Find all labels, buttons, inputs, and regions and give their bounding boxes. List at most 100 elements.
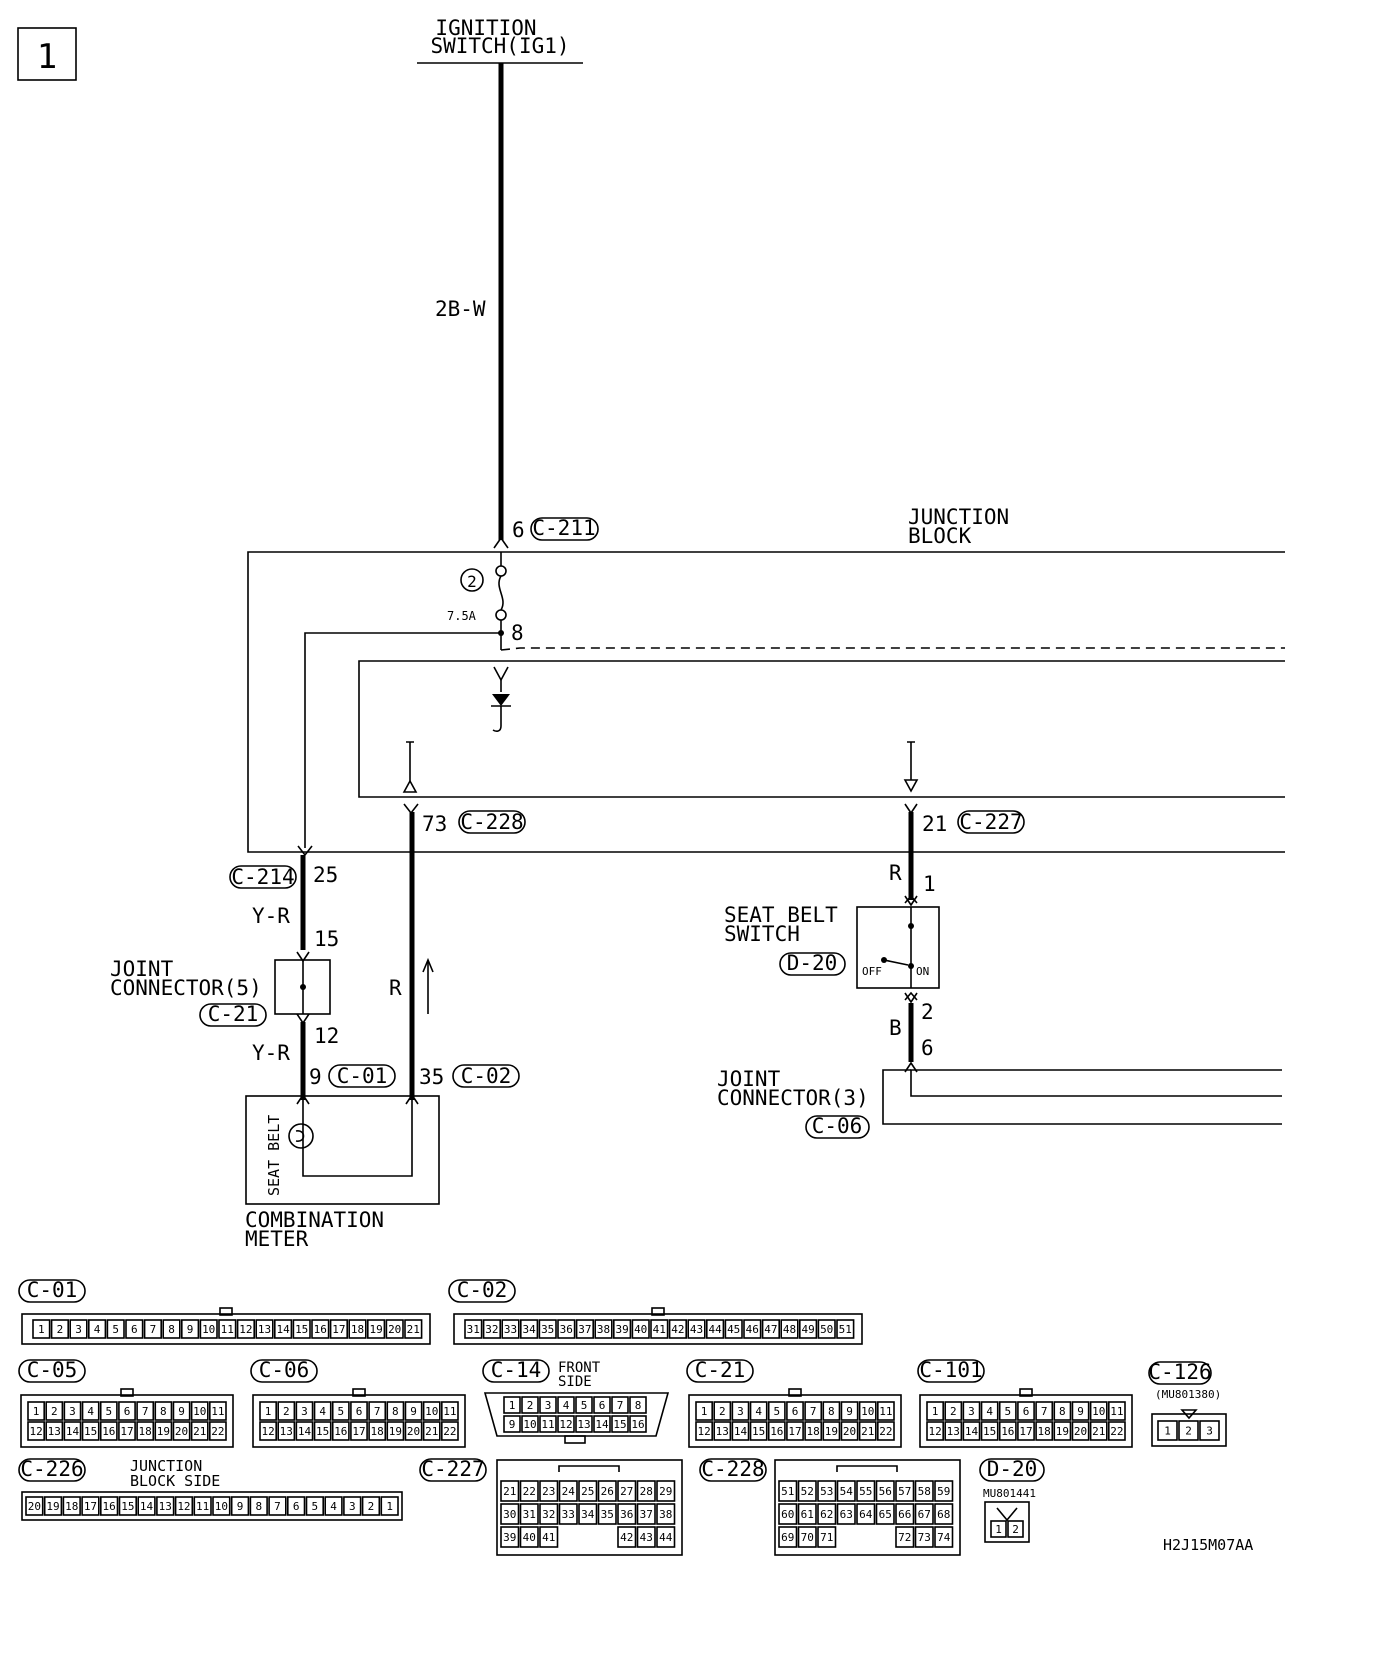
legend-c101-latch [1019, 1388, 1033, 1397]
legend-c227-pin: 38 [659, 1508, 672, 1521]
legend-c228-pin: 74 [937, 1531, 951, 1544]
seat-belt-switch-label-1: SEAT BELT [724, 903, 838, 927]
legend-c02-pin: 48 [783, 1323, 796, 1336]
legend-c228-badge [699, 1458, 767, 1482]
legend-c06-pin-cell [422, 1421, 441, 1441]
meter-lamp-label: SEAT BELT [265, 1115, 283, 1196]
legend-c01-pin: 12 [239, 1323, 252, 1336]
legend-c02-pin-cell [817, 1319, 836, 1339]
legend-c21-pin-cell [786, 1421, 804, 1441]
legend-c01-pin-cell [348, 1319, 367, 1339]
legend-c101-pin: 11 [1110, 1405, 1123, 1418]
legend-c21-pin-cell [786, 1401, 804, 1421]
legend-c228-pin-cell [778, 1503, 798, 1525]
legend-c227-pin: 30 [503, 1508, 516, 1521]
legend-c101-pin: 15 [983, 1425, 996, 1438]
legend-c226-pin-cell [43, 1496, 63, 1516]
legend-c14-pin-cell [557, 1415, 575, 1433]
legend-c227-pin-cell [636, 1480, 656, 1502]
legend-c21-pin: 5 [774, 1405, 781, 1418]
legend-c02-pin: 45 [727, 1323, 740, 1336]
legend-c228-pin-cell [934, 1480, 954, 1502]
connector-badge-c02 [452, 1064, 520, 1088]
legend-c101-pin-cell [1053, 1401, 1072, 1421]
legend-c227-pin-cell [578, 1480, 598, 1502]
legend-c21-pin-cell [731, 1421, 750, 1441]
legend-c05-pin: 2 [51, 1405, 58, 1418]
legend-c21-pin-cell [713, 1421, 732, 1441]
legend-c228-pin: 66 [898, 1508, 911, 1521]
legend-c05-pin: 12 [29, 1425, 42, 1438]
seat-belt-switch-box [856, 906, 940, 989]
legend-c14-pin-cell [593, 1396, 611, 1414]
joint5-arrow-bottom [296, 1013, 310, 1025]
legend-c228-pin-cell [836, 1480, 856, 1502]
legend-c228-pin-cell [895, 1526, 915, 1548]
legend-c101-pin: 16 [1001, 1425, 1014, 1438]
internal-lead-left [406, 741, 414, 782]
switch-terminal-1 [904, 894, 918, 907]
legend-c14-pin-cell [539, 1415, 557, 1433]
legend-c101-pin: 21 [1092, 1425, 1105, 1438]
legend-c14-pin: 10 [523, 1418, 536, 1431]
legend-c228-pin-cell [817, 1480, 837, 1502]
legend-c05-pin: 18 [139, 1425, 152, 1438]
internal-lead-right [907, 741, 915, 780]
legend-c227-pin-cell [597, 1503, 617, 1525]
legend-c06-pin: 1 [265, 1405, 272, 1418]
connector-badge-c228 [458, 810, 526, 834]
legend-c14-pin-cell [629, 1396, 647, 1414]
legend-c101-pin: 13 [947, 1425, 960, 1438]
legend-c101-pin-cell [926, 1401, 944, 1421]
legend-c02-badge [448, 1279, 516, 1303]
joint-connector-3-inner [910, 1069, 1282, 1097]
fuse-number-circle [460, 568, 484, 592]
legend-c06-housing [252, 1394, 466, 1448]
legend-c226-pin-cell [230, 1496, 250, 1516]
legend-c05-pin: 15 [84, 1425, 97, 1438]
legend-c101-pin: 18 [1038, 1425, 1051, 1438]
legend-c126-pin-cell [1157, 1420, 1178, 1441]
legend-c02-pin: 38 [597, 1323, 610, 1336]
legend-c05-pin-cell [99, 1401, 118, 1421]
legend-c06-latch [352, 1388, 366, 1397]
connector-badge-c227 [957, 810, 1025, 834]
legend-c21-pin-cell [858, 1401, 877, 1421]
legend-c14-pin: 4 [563, 1399, 570, 1412]
legend-c02-pin-cell [705, 1319, 725, 1339]
legend-c101-pin: 19 [1056, 1425, 1069, 1438]
legend-c02-pin: 43 [690, 1323, 703, 1336]
legend-c101-label: C-101 [919, 1358, 982, 1382]
legend-c101-pin-cell [998, 1421, 1017, 1441]
legend-c21-pin-cell [858, 1421, 877, 1441]
legend-c21-housing [688, 1394, 902, 1448]
pin-2: 2 [921, 1000, 934, 1024]
legend-c226-pin: 5 [312, 1500, 319, 1513]
legend-c02-pin: 40 [634, 1323, 647, 1336]
legend-c05-label: C-05 [27, 1358, 78, 1382]
connector-badge-d20 [779, 952, 846, 976]
pin-35: 35 [419, 1065, 444, 1089]
pin-6b: 6 [921, 1036, 934, 1060]
pin-73: 73 [422, 812, 447, 836]
legend-c126-key [1180, 1409, 1198, 1420]
legend-c14-title-1: FRONT [558, 1360, 601, 1376]
page-number: 1 [37, 37, 57, 77]
legend-c05-pin: 20 [175, 1425, 188, 1438]
fuse-rating: 7.5A [447, 609, 477, 623]
legend-c06-pin-cell [259, 1401, 277, 1421]
legend-c01-pin-cell [88, 1319, 107, 1339]
legend-c228-pin-cell [934, 1526, 954, 1548]
legend-c14-pin-cell [557, 1396, 575, 1414]
legend-c226-housing [21, 1491, 403, 1521]
legend-c227-pin: 43 [640, 1531, 653, 1544]
legend-c06-badge [250, 1359, 318, 1383]
legend-c228-label: C-228 [701, 1457, 764, 1481]
legend-c05-pin-cell [63, 1401, 82, 1421]
legend-c101-pin-cell [1108, 1421, 1126, 1441]
legend-c101-pin: 17 [1019, 1425, 1032, 1438]
legend-c227-pin-cell [617, 1503, 637, 1525]
pin-15: 15 [314, 927, 339, 951]
legend-c228-pin-cell [934, 1503, 954, 1525]
legend-c02-pin: 44 [708, 1323, 722, 1336]
